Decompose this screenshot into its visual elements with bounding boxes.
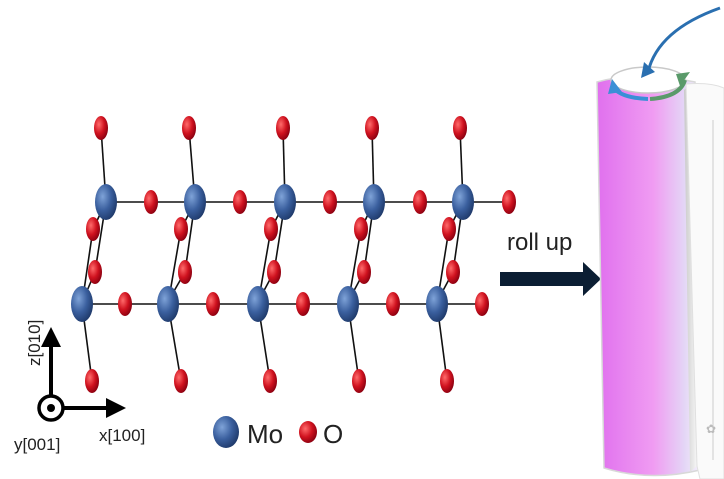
o-atom [118,292,132,316]
o-atom [174,369,188,393]
mo-atom [247,286,269,322]
o-atom [94,116,108,140]
atom-legend: Mo O [213,416,343,449]
roll-up-label: roll up [507,229,572,256]
o-atom [86,217,100,241]
y-axis-label: y[001] [14,435,60,454]
mo-atom [274,184,296,220]
o-atom [296,292,310,316]
o-atom [276,116,290,140]
o-atom [440,369,454,393]
o-atom [233,190,247,214]
o-atom [182,116,196,140]
mo-legend-label: Mo [247,419,283,449]
z-axis-label: z[010] [25,320,44,366]
mo-o-bonds [81,127,509,382]
o-atom [453,116,467,140]
o-atom [263,369,277,393]
rotation-arrow-green [649,79,687,101]
rolled-nanotube: ✿ [596,6,724,479]
o-atom [352,369,366,393]
crystal-atoms [71,116,516,393]
mo-atom [452,184,474,220]
o-atom [365,116,379,140]
mo-atom [71,286,93,322]
o-atom [446,260,460,284]
mo-atom [363,184,385,220]
o-atom [88,260,102,284]
o-atom [267,260,281,284]
o-atom [442,217,456,241]
watermark-icon: ✿ [706,422,716,436]
mo-atom [426,286,448,322]
o-atom [174,217,188,241]
o-atom [178,260,192,284]
x-axis-arrow-icon [106,398,126,418]
o-atom [85,369,99,393]
o-atom [323,190,337,214]
o-legend-swatch [299,421,317,443]
tube-body [596,75,701,477]
o-atom [264,217,278,241]
o-legend-label: O [323,419,343,449]
mo-atom [337,286,359,322]
o-atom [475,292,489,316]
o-atom [144,190,158,214]
mo-atom [184,184,206,220]
mo-legend-swatch [213,416,239,448]
tube-outer-layer [685,83,724,479]
o-atom [413,190,427,214]
mo-atom [157,286,179,322]
o-atom [354,217,368,241]
z-axis-arrow-icon [41,327,61,347]
o-atom [357,260,371,284]
curved-arrow [646,6,721,73]
coordinate-axes: z[010] x[100] y[001] [14,320,145,454]
o-atom [206,292,220,316]
mo-atom [95,184,117,220]
o-atom [386,292,400,316]
tube-edge [684,85,697,472]
x-axis-label: x[100] [99,426,145,445]
o-atom [502,190,516,214]
roll-up-arrow [500,262,601,296]
